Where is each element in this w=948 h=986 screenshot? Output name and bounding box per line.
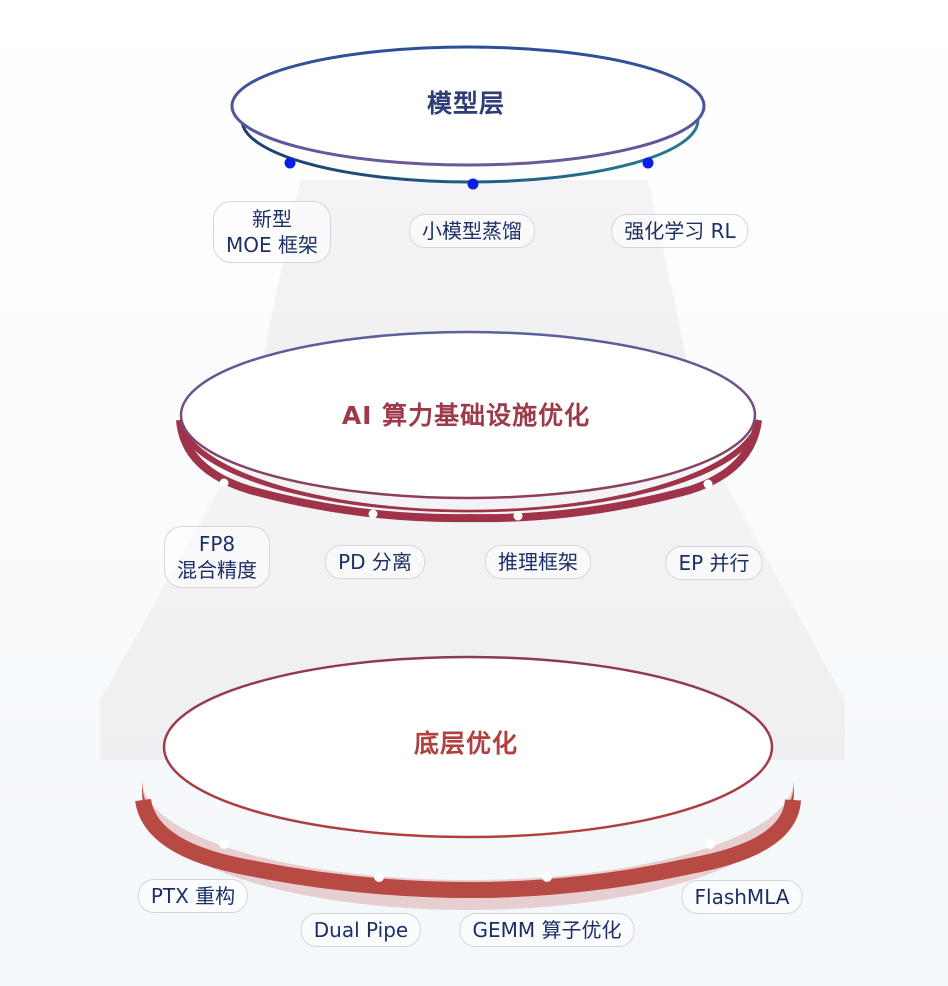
node-dot xyxy=(374,872,384,882)
pill-ep-parallel: EP 并行 xyxy=(665,546,763,580)
pill-label: 强化学习 RL xyxy=(624,219,736,243)
model-layer-disc xyxy=(230,45,706,190)
pill-small-model-distillation: 小模型蒸馏 xyxy=(409,214,535,248)
pill-label: GEMM 算子优化 xyxy=(472,918,622,942)
pill-inference-framework: 推理框架 xyxy=(485,545,591,579)
node-dot xyxy=(513,511,523,521)
pill-label: PD 分离 xyxy=(338,550,412,574)
infra-layer-disc xyxy=(176,330,762,523)
node-dot xyxy=(642,157,654,169)
pill-label: FP8 xyxy=(198,532,236,556)
pill-moe-framework: 新型 MOE 框架 xyxy=(213,201,331,263)
node-dot xyxy=(219,478,229,488)
pill-reinforcement-learning: 强化学习 RL xyxy=(611,214,749,248)
node-dot xyxy=(703,479,713,489)
node-dot xyxy=(368,509,378,519)
model-layer-title: 模型层 xyxy=(426,89,506,118)
pill-label: PTX 重构 xyxy=(150,884,236,908)
node-dot xyxy=(284,157,296,169)
pill-label: Dual Pipe xyxy=(313,918,409,942)
pill-label: 混合精度 xyxy=(177,558,257,582)
pill-gemm-operator-optimization: GEMM 算子优化 xyxy=(459,913,635,947)
node-dot xyxy=(542,872,552,882)
pill-pd-separation: PD 分离 xyxy=(325,545,425,579)
pill-fp8-mixed-precision: FP8 混合精度 xyxy=(164,526,270,588)
pill-flashmla: FlashMLA xyxy=(681,880,803,914)
pill-label: FlashMLA xyxy=(694,885,790,909)
node-dot xyxy=(219,839,229,849)
pill-label: 推理框架 xyxy=(498,550,578,574)
pill-dual-pipe: Dual Pipe xyxy=(300,913,422,947)
node-dot xyxy=(467,178,479,190)
pill-label: EP 并行 xyxy=(678,551,750,575)
pill-label: 新型 xyxy=(252,207,292,231)
low-layer-disc xyxy=(135,655,801,910)
pill-label: 小模型蒸馏 xyxy=(422,219,522,243)
low-layer-title: 底层优化 xyxy=(413,729,519,758)
pill-ptx-refactor: PTX 重构 xyxy=(137,879,249,913)
node-dot xyxy=(705,839,715,849)
pill-label: MOE 框架 xyxy=(226,233,318,257)
infra-layer-title: AI 算力基础设施优化 xyxy=(341,401,591,430)
